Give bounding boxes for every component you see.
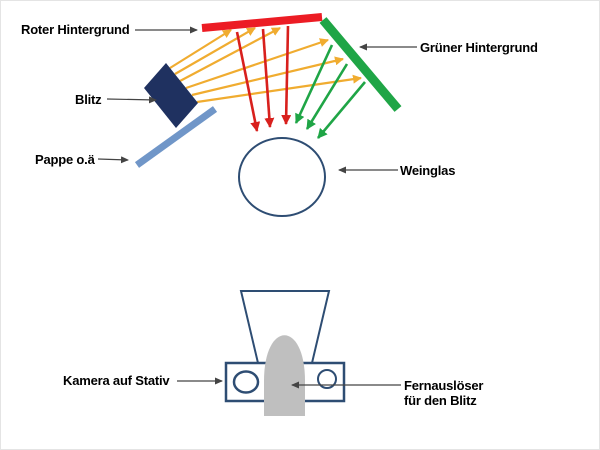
flash-unit-shape [144, 63, 198, 128]
red-light-arrow [281, 25, 292, 125]
green-background-bar [319, 17, 402, 112]
camera-dial-left [232, 370, 260, 394]
remote-trigger-shape [264, 335, 305, 416]
red-light-rays [235, 25, 292, 132]
camera-group [224, 290, 346, 416]
cardboard-label: Pappe o.ä [35, 152, 95, 167]
remote-trigger-label-line1: Fernauslöser [404, 378, 484, 393]
flash-ray-arrow [196, 74, 362, 104]
green-light-arrow [317, 81, 366, 139]
flash-ray-arrow [174, 27, 256, 75]
cardboard-bar [134, 106, 218, 168]
camera-label: Kamera auf Stativ [63, 373, 170, 388]
wine-glass-label: Weinglas [400, 163, 456, 178]
camera-dial-right [317, 369, 337, 389]
remote-trigger-label: Fernauslöser für den Blitz [404, 378, 483, 408]
green-background-label: Grüner Hintergrund [420, 40, 538, 55]
flash-label: Blitz [75, 92, 102, 107]
wine-glass-shape [238, 137, 326, 217]
flash-rays-to-green-background [185, 38, 362, 104]
red-light-arrow [261, 28, 275, 128]
remote-trigger-label-line2: für den Blitz [404, 393, 477, 408]
label-arrow-flash [106, 96, 157, 104]
label-arrows [97, 26, 417, 389]
label-arrow-cardboard [97, 156, 129, 164]
red-background-label: Roter Hintergrund [21, 22, 130, 37]
flash-ray-arrow [169, 29, 232, 69]
red-background-bar [201, 13, 323, 32]
green-light-arrow [294, 44, 334, 124]
green-light-arrow [305, 63, 349, 130]
flash-ray-arrow [185, 38, 329, 90]
green-light-rays [294, 44, 366, 139]
red-light-arrow [235, 31, 261, 132]
